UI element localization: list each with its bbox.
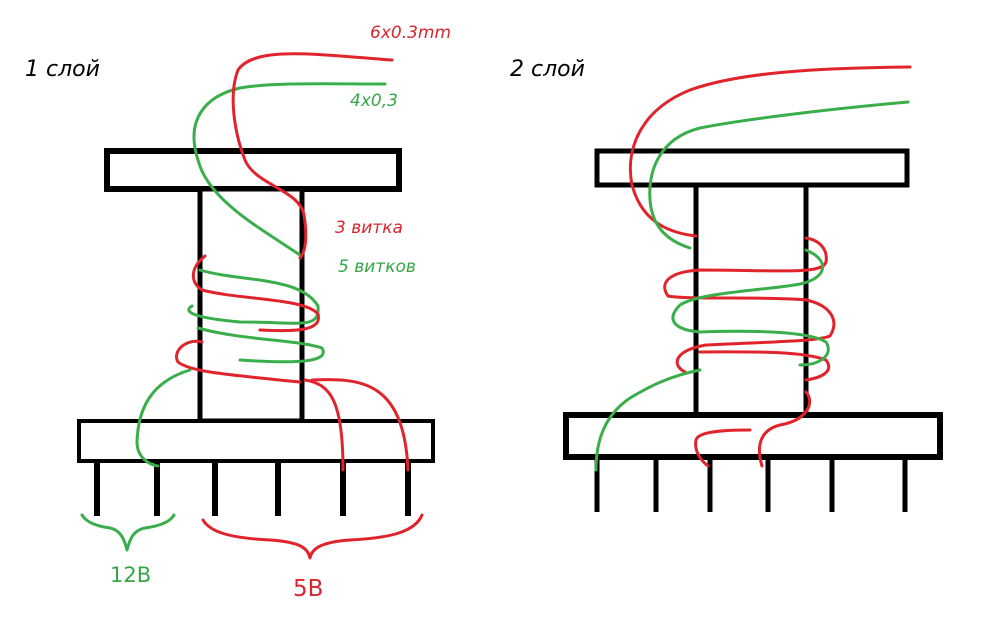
layer-1-green-winding (135, 82, 387, 468)
layer-2-title: 2 слой (510, 57, 585, 82)
red-turns-label: 3 витка (335, 218, 403, 238)
brace-green-12v (80, 513, 176, 552)
bobbin-layer-2 (563, 148, 943, 512)
green-wire-spec: 4x0,3 (350, 91, 398, 111)
green-voltage-label: 12В (110, 563, 152, 587)
layer-2-red-winding (628, 65, 912, 468)
layer-1-red-winding (175, 52, 410, 472)
layer-1-title: 1 слой (25, 57, 100, 82)
bobbin-layer-1 (77, 148, 435, 516)
brace-red-5v (201, 513, 424, 560)
bobbin-2-bottom-flange (563, 412, 943, 460)
bobbin-2-top-flange (594, 148, 910, 188)
red-voltage-label: 5В (293, 576, 324, 602)
green-turns-label: 5 витков (338, 257, 416, 277)
layer-2-green-winding (594, 100, 910, 472)
red-wire-spec: 6x0.3mm (370, 23, 452, 43)
